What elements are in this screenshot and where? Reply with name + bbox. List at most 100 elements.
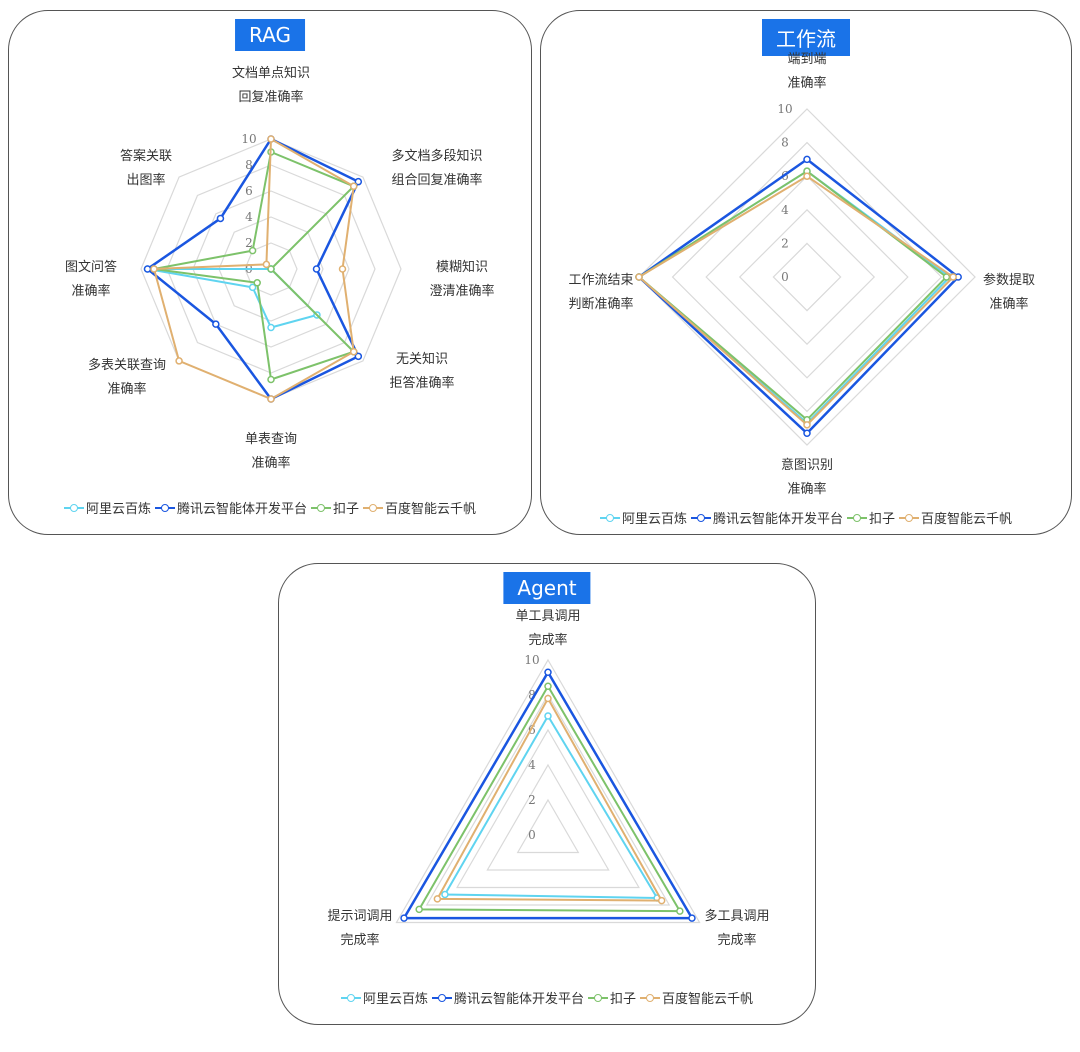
series-line	[435, 696, 664, 902]
tick-label: 8	[528, 688, 536, 702]
axis-label: 准确率	[251, 455, 290, 471]
legend-swatch-icon	[340, 992, 361, 1004]
data-point	[441, 890, 449, 899]
grid-ring	[516, 798, 580, 854]
grid-ring	[738, 208, 876, 346]
tick-label: 6	[245, 184, 253, 198]
axis-label: 参数提取	[983, 272, 1035, 288]
legend-item: 百度智能云千帆	[363, 498, 476, 517]
data-point	[803, 429, 811, 437]
tick-label: 8	[781, 136, 789, 150]
data-point	[253, 279, 261, 287]
data-point	[267, 323, 275, 332]
tick-label: 4	[781, 203, 789, 217]
data-point	[415, 905, 423, 914]
series-line	[443, 714, 659, 900]
axis-label: 多工具调用	[704, 908, 769, 924]
data-point	[349, 347, 358, 356]
axis-label: 模糊知识	[436, 259, 488, 275]
legend-label: 百度智能云千帆	[921, 512, 1013, 527]
tick-label: 10	[777, 102, 792, 116]
series-line	[417, 684, 682, 913]
axis-label: 拒答准确率	[389, 375, 454, 391]
series-line	[401, 669, 695, 920]
grid-ring	[772, 242, 842, 312]
series-line	[637, 157, 961, 435]
data-point	[150, 265, 158, 273]
data-point	[312, 265, 321, 273]
axis-label: 完成率	[717, 932, 756, 948]
legend-label: 腾讯云智能体开发平台	[712, 512, 843, 527]
tick-label: 10	[524, 653, 539, 667]
series-腾讯云智能体开发平台	[635, 155, 962, 437]
data-point	[143, 265, 152, 273]
data-point	[635, 273, 643, 281]
tick-label: 2	[528, 793, 536, 807]
axis-label: 多文档多段知识	[391, 148, 482, 164]
legend-item: 阿里云百炼	[63, 498, 151, 517]
data-point	[400, 914, 408, 922]
axis-label: 图文问答	[65, 259, 117, 275]
legend-label: 腾讯云智能体开发平台	[453, 992, 584, 1007]
legend-item: 百度智能云千帆	[899, 508, 1012, 527]
radar-grid	[638, 108, 976, 446]
data-point	[688, 914, 696, 922]
axis-label: 答案关联	[120, 148, 172, 164]
data-point	[433, 895, 442, 903]
legend-swatch-icon	[63, 502, 84, 514]
axis-label: 提示词调用	[327, 908, 392, 924]
data-point	[248, 283, 257, 292]
tick-label: 10	[241, 132, 256, 146]
axis-label: 出图率	[126, 172, 165, 188]
axis-label: 准确率	[71, 283, 110, 299]
legend-item: 扣子	[588, 988, 636, 1007]
legend-item: 腾讯云智能体开发平台	[431, 988, 584, 1007]
data-point	[248, 246, 257, 255]
radar-grid	[395, 658, 701, 924]
legend-label: 扣子	[869, 512, 896, 527]
data-point	[267, 265, 275, 273]
grid-ring	[486, 763, 610, 871]
legend-swatch-icon	[588, 992, 608, 1004]
chart-title: 工作流	[762, 19, 850, 56]
tick-label: 4	[528, 758, 536, 772]
axis-label: 多表关联查询	[88, 357, 166, 373]
legend-swatch-icon	[847, 512, 867, 524]
tick-label: 6	[528, 723, 536, 737]
legend-item: 腾讯云智能体开发平台	[154, 498, 307, 517]
tick-label: 0	[781, 270, 789, 284]
legend-item: 阿里云百炼	[340, 988, 428, 1007]
grid-ring	[218, 216, 324, 322]
legend-item: 百度智能云千帆	[640, 988, 753, 1007]
legend-item: 腾讯云智能体开发平台	[690, 508, 843, 527]
legend-swatch-icon	[154, 502, 175, 514]
legend-swatch-icon	[690, 512, 711, 524]
chart-title: RAG	[235, 19, 305, 51]
axis-label: 回复准确率	[238, 89, 303, 105]
axis-label: 澄清准确率	[429, 283, 494, 299]
series-百度智能云千帆	[635, 172, 957, 429]
axis-label: 准确率	[107, 381, 146, 397]
data-point	[267, 375, 275, 384]
axis-label: 准确率	[787, 75, 826, 91]
data-point	[544, 682, 552, 690]
data-point	[216, 214, 225, 223]
legend-item: 扣子	[311, 498, 359, 517]
tick-label: 2	[245, 236, 253, 250]
data-point	[803, 421, 811, 429]
data-point	[175, 357, 183, 365]
legend-label: 腾讯云智能体开发平台	[176, 502, 307, 517]
data-point	[657, 896, 666, 905]
legend-swatch-icon	[363, 502, 384, 514]
axis-label: 准确率	[787, 481, 826, 497]
data-point	[267, 135, 275, 143]
legend-item: 扣子	[847, 508, 895, 527]
tick-label: 4	[245, 210, 253, 224]
legend-swatch-icon	[431, 992, 452, 1004]
legend-label: 阿里云百炼	[621, 512, 687, 527]
tick-label: 8	[245, 158, 253, 172]
